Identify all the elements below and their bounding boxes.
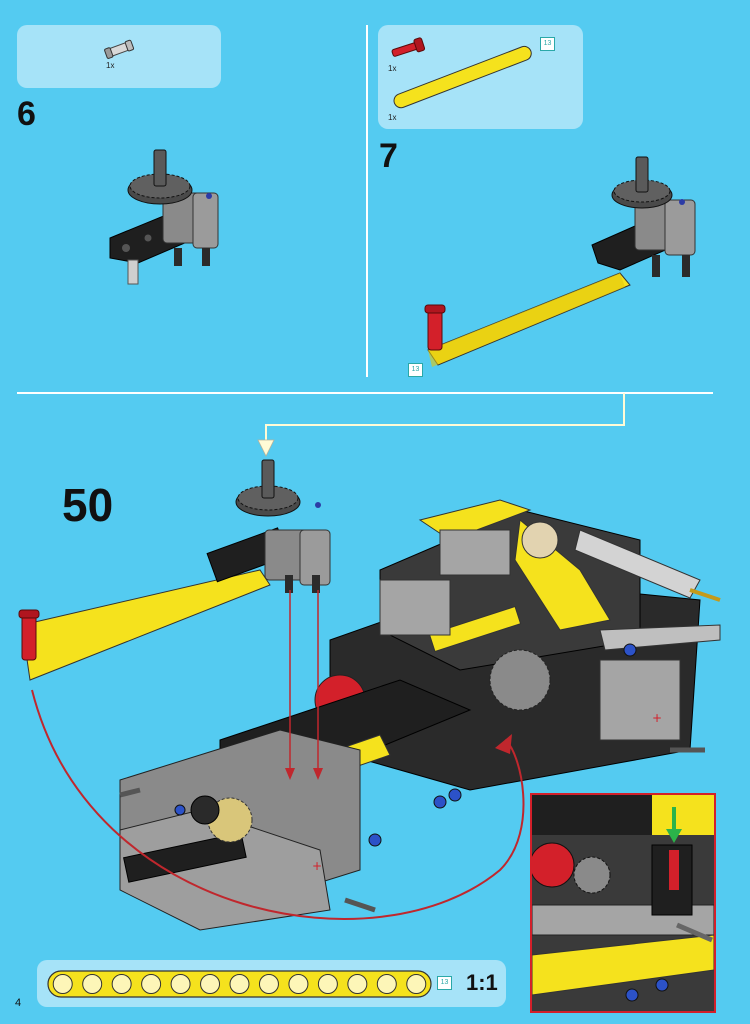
page-number: 4 [15, 997, 22, 1009]
beam-hole [258, 974, 279, 994]
svg-text:+: + [652, 711, 662, 725]
part-quantity: 1x [106, 61, 115, 70]
parts-callout-step-6 [17, 25, 221, 88]
beam-hole [82, 974, 103, 994]
scale-beam [47, 970, 432, 998]
beam-hole [288, 974, 309, 994]
beam-hole [141, 974, 162, 994]
part-quantity: 1x [388, 64, 397, 73]
scale-ratio-label: 1:1 [466, 970, 498, 995]
beam-length-badge: 13 [408, 363, 423, 377]
submodel-step-6 [109, 149, 219, 285]
axle-pin-icon [104, 39, 135, 59]
beam-hole [229, 974, 250, 994]
step-number-50: 50 [62, 479, 114, 531]
detail-inset-frame [530, 793, 716, 1013]
beam-hole [52, 974, 73, 994]
submodel-step-7 [424, 156, 696, 367]
beam-hole [406, 974, 427, 994]
beam-hole [170, 974, 191, 994]
step-flow-arrow [17, 392, 713, 457]
beam-hole [376, 974, 397, 994]
beam-hole [200, 974, 221, 994]
step-number-6: 6 [17, 95, 36, 133]
beam-hole [317, 974, 338, 994]
yellow-beam-icon [393, 45, 532, 109]
scale-beam-length-badge: 13 [437, 976, 452, 990]
beam-hole [111, 974, 132, 994]
red-axle-pin-icon [391, 37, 426, 57]
divider-vertical [366, 25, 368, 377]
main-model-assembly: + + [18, 459, 721, 931]
part-quantity: 1x [388, 113, 397, 122]
svg-text:+: + [312, 859, 322, 873]
beam-length-badge: 13 [540, 37, 555, 51]
beam-hole [347, 974, 368, 994]
detail-inset-illustration [532, 795, 714, 1011]
step-number-7: 7 [379, 137, 398, 175]
